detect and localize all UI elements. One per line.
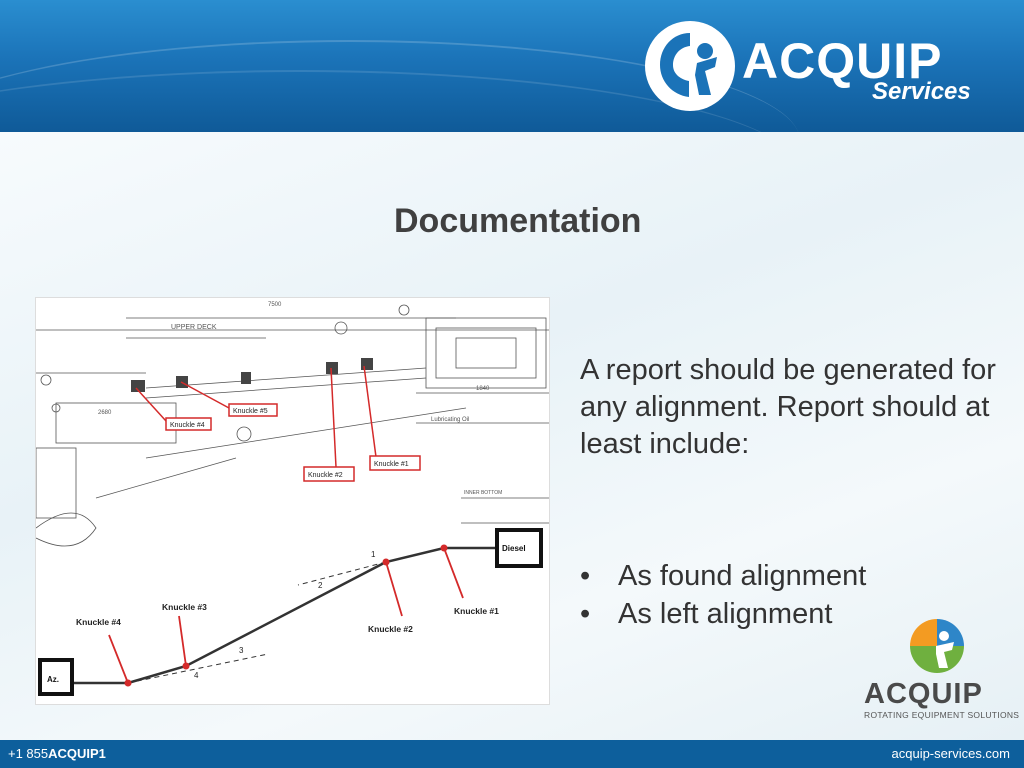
header-wave: [0, 40, 800, 132]
upper-deck-label: UPPER DECK: [171, 324, 217, 331]
bullet-item: • As found alignment: [580, 557, 1010, 595]
diagram-knuckle-3: Knuckle #3: [162, 602, 207, 612]
bullet-dot-icon: •: [580, 598, 591, 630]
diagram-knuckle-1: Knuckle #1: [454, 606, 499, 616]
angle-2: 2: [318, 581, 323, 590]
header-banner: ACQUIP Services: [0, 0, 1024, 132]
slide-title: Documentation: [394, 202, 642, 240]
footer-bar: [0, 740, 1024, 768]
diagram-knuckle-2: Knuckle #2: [368, 624, 413, 634]
acquip-color-logo-icon: [910, 619, 964, 673]
drawing-knuckle-1: Knuckle #1: [374, 461, 409, 468]
acquip-logo-mark: [645, 21, 735, 111]
diesel-label: Diesel: [502, 544, 526, 553]
knuckle-pointers: [108, 547, 464, 684]
angle-4: 4: [194, 671, 199, 680]
bullet-list: • As found alignment • As left alignment: [580, 557, 1010, 633]
angle-1: 1: [371, 550, 376, 559]
alignment-figure: UPPER DECK 7500 1840 Lubricating Oil INN…: [35, 297, 550, 705]
diesel-box: [495, 528, 543, 568]
diagram-knuckle-4: Knuckle #4: [76, 617, 121, 627]
drawing-callout-boxes: [165, 403, 421, 482]
header-logo-word: ACQUIP: [742, 33, 943, 89]
az-box: [38, 658, 74, 696]
header-logo-sub: Services: [872, 78, 971, 105]
footer-website: acquip-services.com: [891, 746, 1011, 761]
drawing-knuckle-2: Knuckle #2: [308, 472, 343, 479]
az-label: Az.: [47, 675, 59, 684]
knuckle-points: [124, 544, 448, 687]
drawing-knuckle-4: Knuckle #4: [170, 422, 205, 429]
drawing-callout-lines: [135, 365, 377, 468]
dim-right-label: 1840: [476, 386, 490, 392]
drawing-knuckle-5: Knuckle #5: [233, 408, 268, 415]
angle-3: 3: [239, 646, 244, 655]
footer-phone: +1 855ACQUIP1: [8, 746, 106, 761]
inner-bottom-label: INNER BOTTOM: [464, 490, 502, 496]
acquip-logo-word: ACQUIP: [864, 678, 983, 710]
acquip-logo-sub: ROTATING EQUIPMENT SOLUTIONS: [864, 710, 1020, 720]
acquip-figure-icon: [660, 33, 717, 97]
footer-phone-word: ACQUIP1: [48, 746, 106, 761]
drawing-parts: [131, 358, 373, 392]
lube-oil-label: Lubricating Oil: [431, 417, 469, 423]
technical-drawing: [35, 304, 549, 547]
alignment-drawing: UPPER DECK 7500 1840 Lubricating Oil INN…: [35, 302, 549, 696]
slide-body-text: A report should be generated for any ali…: [580, 354, 996, 460]
bullet-text: As left alignment: [618, 598, 833, 630]
dim-left-label: 2680: [98, 410, 112, 416]
bullet-dot-icon: •: [580, 560, 591, 592]
bullet-item: • As left alignment: [580, 595, 1010, 633]
bullet-text: As found alignment: [618, 560, 867, 592]
dim-top-label: 7500: [268, 302, 282, 308]
shaft-diagram: Az. Diesel Knuckle #4 Knuckle #3 Knuckle…: [38, 528, 543, 696]
footer-phone-prefix: +1 855: [8, 746, 49, 761]
